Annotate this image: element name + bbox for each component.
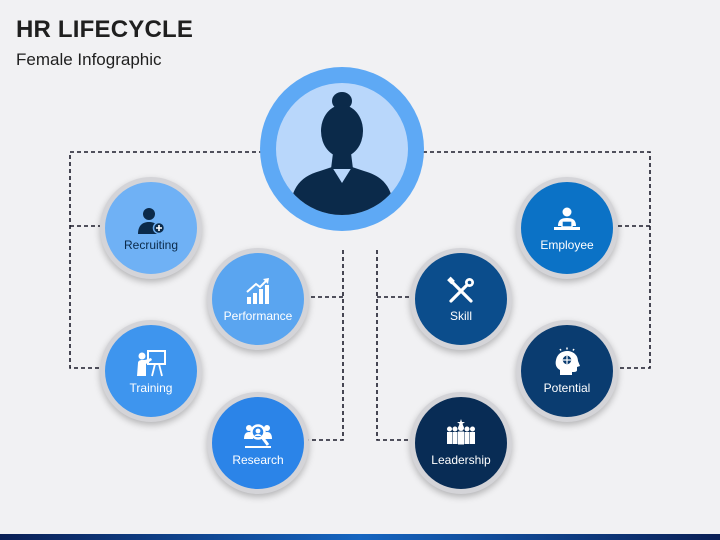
node-label: Skill xyxy=(449,309,472,323)
node-leadership[interactable]: Leadership xyxy=(410,392,512,494)
team-leader-icon xyxy=(447,419,475,445)
growth-chart-icon xyxy=(246,278,269,304)
connector-right-inner xyxy=(376,250,410,441)
node-label: Training xyxy=(129,381,173,395)
female-silhouette-icon xyxy=(290,92,394,215)
node-label: Research xyxy=(232,453,284,467)
people-search-icon xyxy=(244,424,272,448)
node-recruiting[interactable]: Recruiting xyxy=(100,177,202,279)
connector-right-outer xyxy=(416,151,651,369)
employee-desk-icon xyxy=(554,207,580,230)
bottom-accent-bar xyxy=(0,534,720,540)
node-label: Potential xyxy=(543,381,591,395)
node-performance[interactable]: Performance xyxy=(207,248,309,350)
connector-left-inner xyxy=(308,250,344,441)
presentation-icon xyxy=(137,350,166,377)
connector-left-outer xyxy=(69,151,270,369)
slide-title: HR LIFECYCLE xyxy=(16,16,194,43)
center-avatar xyxy=(260,67,424,231)
slide-subtitle: Female Infographic xyxy=(16,50,162,69)
node-label: Employee xyxy=(540,238,594,252)
node-employee[interactable]: Employee xyxy=(516,177,618,279)
node-research[interactable]: Research xyxy=(207,392,309,494)
node-label: Recruiting xyxy=(123,238,179,252)
tools-icon xyxy=(447,276,474,303)
node-potential[interactable]: Potential xyxy=(516,320,618,422)
recruiter-icon xyxy=(138,208,166,235)
node-label: Leadership xyxy=(431,453,491,467)
head-idea-icon xyxy=(555,347,580,375)
node-skill[interactable]: Skill xyxy=(410,248,512,350)
node-label: Performance xyxy=(223,309,293,323)
node-training[interactable]: Training xyxy=(100,320,202,422)
